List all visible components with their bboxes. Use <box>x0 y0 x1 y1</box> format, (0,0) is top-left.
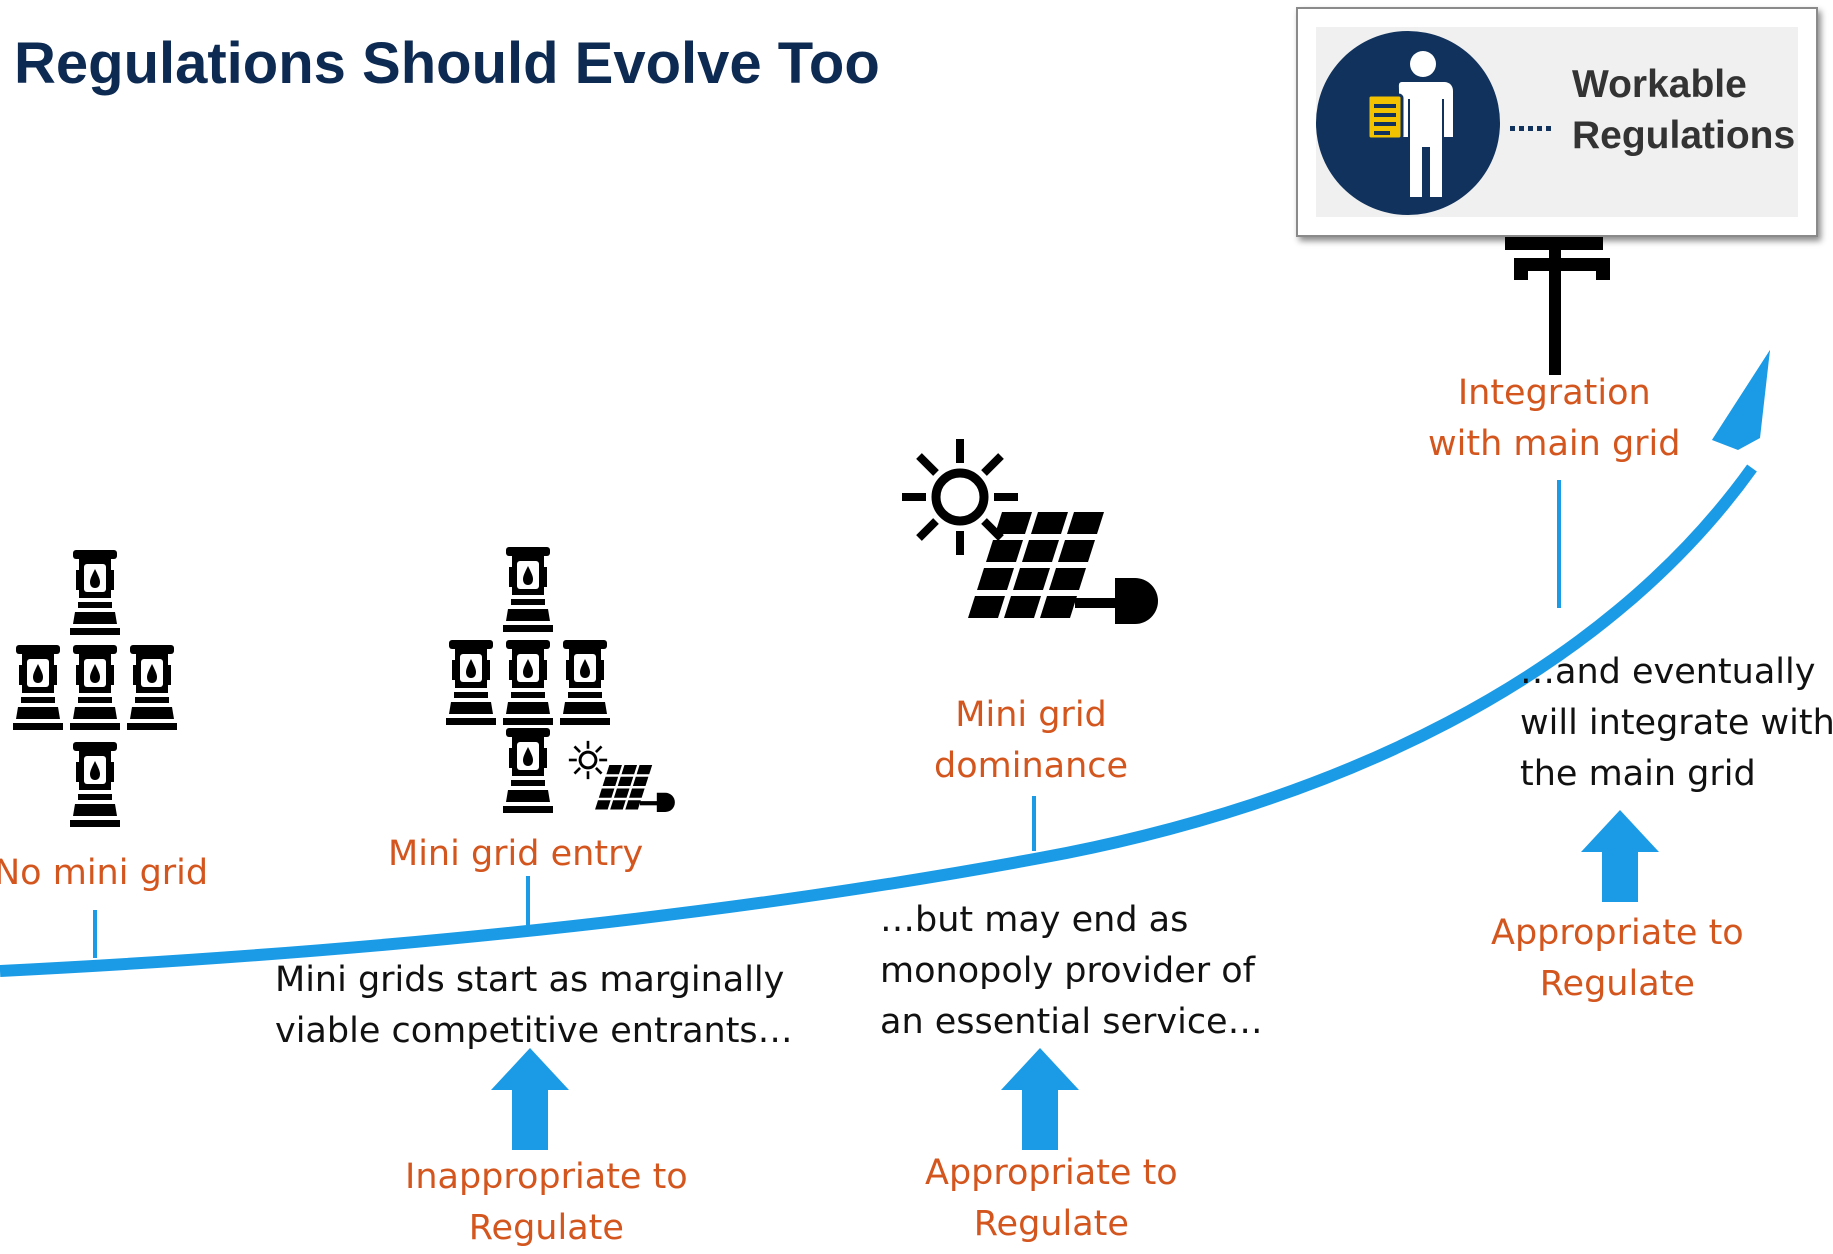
sun-icon <box>902 439 1018 555</box>
solar-panel-icon <box>595 765 675 813</box>
description-integrate-line-1: …and eventually <box>1520 652 1816 692</box>
lantern-icon <box>70 742 120 827</box>
person-icon <box>1398 51 1453 197</box>
lantern-icon <box>13 645 63 730</box>
lantern-icon <box>70 550 120 635</box>
verdict-appropriate-monopoly-line-2: Regulate <box>973 1204 1129 1244</box>
workable-regulations-badge: Workable Regulations <box>1296 7 1818 237</box>
lantern-icon <box>446 640 496 725</box>
lantern-icon <box>503 547 553 632</box>
growth-curve <box>0 464 1757 977</box>
dotted-leader <box>1510 126 1551 131</box>
lantern-icon <box>560 640 610 725</box>
stage-label-integration-line-2: with main grid <box>1428 424 1681 464</box>
stage-label-entry: Mini grid entry <box>388 834 644 874</box>
lantern-icon <box>503 640 553 725</box>
lantern-icon <box>70 645 120 730</box>
verdict-inappropriate-line-1: Inappropriate to <box>405 1157 688 1197</box>
verdict-appropriate-integration-line-1: Appropriate to <box>1491 913 1744 953</box>
description-entrants-line-2: viable competitive entrants… <box>275 1011 793 1051</box>
description-entrants-line-1: Mini grids start as marginally <box>275 960 785 1000</box>
verdict-inappropriate-line-2: Regulate <box>468 1208 624 1248</box>
badge-title: Workable Regulations <box>1572 59 1795 161</box>
up-arrow-icon <box>1001 1048 1079 1150</box>
description-monopoly-line-3: an essential service… <box>880 1002 1263 1042</box>
badge-line-2: Regulations <box>1572 114 1796 157</box>
stage-label-dominance-line-2: dominance <box>934 746 1129 786</box>
stage-label-integration: Integration with main grid <box>1428 368 1681 470</box>
description-entrants: Mini grids start as marginally viable co… <box>275 955 793 1057</box>
lantern-icon <box>127 645 177 730</box>
description-monopoly-line-2: monopoly provider of <box>880 951 1255 991</box>
stage-label-integration-line-1: Integration <box>1457 373 1651 413</box>
verdict-appropriate-monopoly: Appropriate to Regulate <box>925 1148 1178 1250</box>
stage-label-no-mini-grid: No mini grid <box>0 853 209 893</box>
sun-icon <box>567 739 609 781</box>
verdict-appropriate-integration-line-2: Regulate <box>1539 964 1695 1004</box>
description-monopoly: …but may end as monopoly provider of an … <box>880 895 1263 1048</box>
verdict-appropriate-monopoly-line-1: Appropriate to <box>925 1153 1178 1193</box>
stage-label-dominance-line-1: Mini grid <box>955 695 1107 735</box>
badge-line-1: Workable <box>1572 63 1747 106</box>
description-monopoly-line-1: …but may end as <box>880 900 1189 940</box>
stage-label-dominance: Mini grid dominance <box>934 690 1128 792</box>
badge-graphic <box>1316 31 1551 215</box>
clipboard-icon <box>1366 93 1404 141</box>
page-title: Regulations Should Evolve Too <box>14 31 880 96</box>
verdict-inappropriate: Inappropriate to Regulate <box>405 1152 688 1254</box>
up-arrow-icon <box>1581 810 1659 902</box>
lantern-icon <box>503 728 553 813</box>
utility-pole-icon <box>1505 233 1610 375</box>
verdict-appropriate-integration: Appropriate to Regulate <box>1491 908 1744 1010</box>
up-arrow-icon <box>491 1048 569 1150</box>
description-integrate: …and eventually will integrate with the … <box>1520 647 1833 800</box>
description-integrate-line-3: the main grid <box>1520 754 1756 794</box>
description-integrate-line-2: will integrate with <box>1520 703 1833 743</box>
